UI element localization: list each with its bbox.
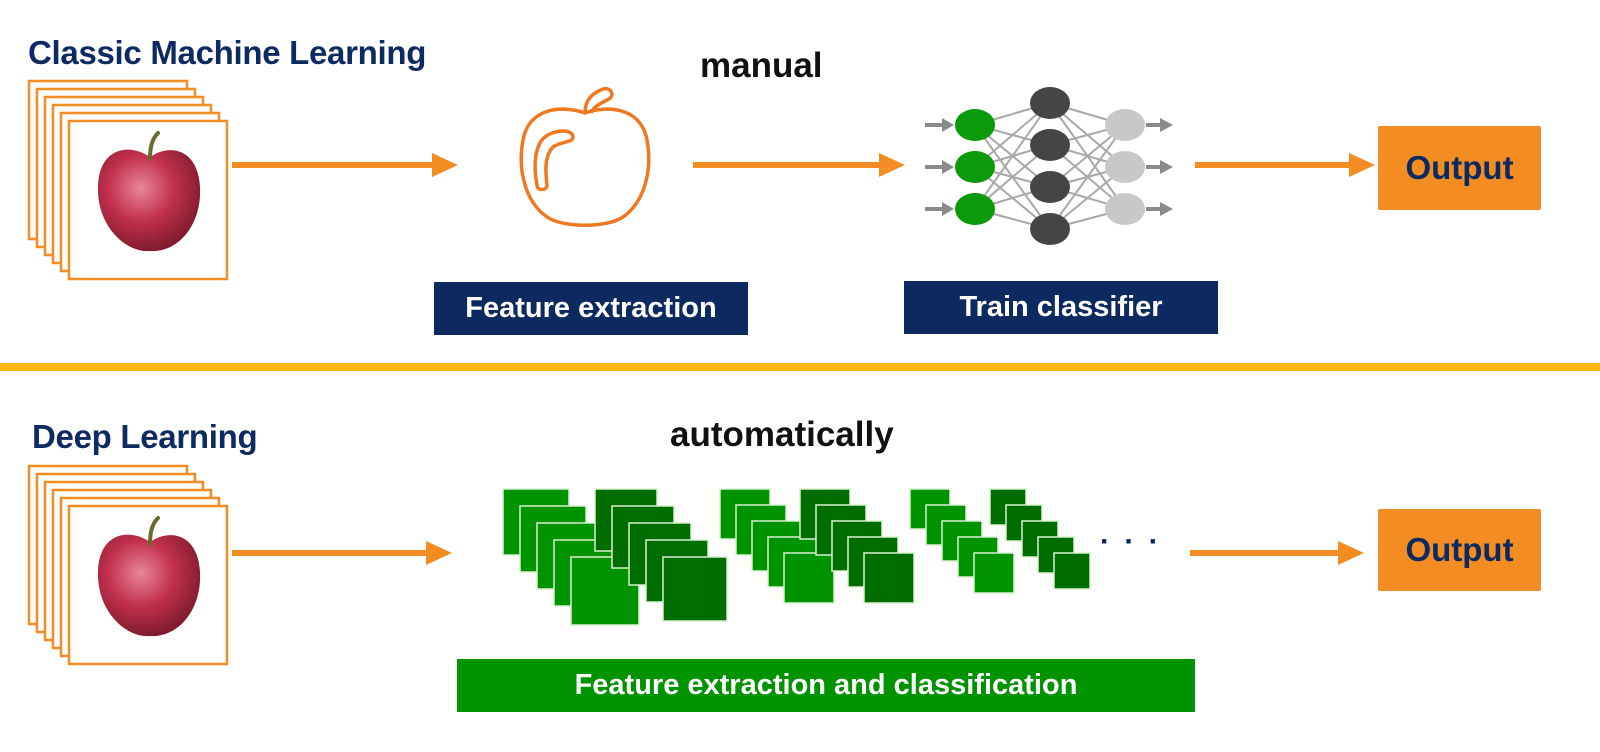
feature-map — [973, 552, 1015, 594]
nn-node — [1030, 213, 1070, 245]
nn-output-arrowhead — [1160, 118, 1173, 132]
nn-node — [955, 109, 995, 141]
apple-stem — [148, 516, 160, 546]
classic-output-box: Output — [1378, 126, 1541, 210]
nn-output-arrowhead — [1160, 202, 1173, 216]
nn-input-arrowhead — [942, 202, 954, 216]
apple-photo — [97, 131, 201, 252]
arrow-right-icon — [1190, 541, 1364, 565]
arrow-right-icon — [232, 153, 458, 177]
nn-node — [1105, 109, 1145, 141]
apple-stem — [148, 131, 160, 161]
apple-body — [97, 149, 201, 252]
apple-outline-icon — [519, 86, 651, 227]
arrow-right-icon — [1195, 153, 1375, 177]
deep-learning-title: Deep Learning — [32, 418, 258, 455]
automatically-label: automatically — [670, 415, 894, 454]
nn-node — [1030, 171, 1070, 203]
feature-extraction-classification-label: Feature extraction and classification — [457, 659, 1195, 712]
apple-photo-stack-icon — [27, 79, 229, 281]
nn-input-arrowhead — [942, 160, 954, 174]
feature-map — [662, 556, 728, 622]
section-divider — [0, 363, 1600, 371]
feature-map — [863, 552, 915, 604]
nn-node — [1105, 193, 1145, 225]
nn-node — [1030, 129, 1070, 161]
ellipsis-more-layers: · · · — [1100, 525, 1162, 558]
feature-map — [1053, 552, 1091, 590]
nn-input-arrowhead — [942, 118, 954, 132]
arrow-right-icon — [232, 541, 452, 565]
manual-label: manual — [700, 46, 823, 85]
deep-output-box: Output — [1378, 509, 1541, 591]
nn-output-arrowhead — [1160, 160, 1173, 174]
nn-node — [955, 193, 995, 225]
arrow-right-icon — [693, 153, 905, 177]
apple-body — [97, 534, 201, 637]
nn-connection — [1049, 124, 1126, 230]
train-classifier-label: Train classifier — [904, 281, 1218, 334]
apple-photo — [97, 516, 201, 637]
convolutional-layers-icon — [502, 488, 1091, 626]
apple-photo-stack-icon — [27, 464, 229, 666]
nn-node — [1105, 151, 1145, 183]
nn-node — [1030, 87, 1070, 119]
classic-ml-title: Classic Machine Learning — [28, 34, 427, 71]
nn-connection — [974, 102, 1051, 210]
feature-map — [783, 552, 835, 604]
feature-extraction-label: Feature extraction — [434, 282, 748, 335]
neural-network-icon — [925, 87, 1173, 245]
nn-node — [955, 151, 995, 183]
